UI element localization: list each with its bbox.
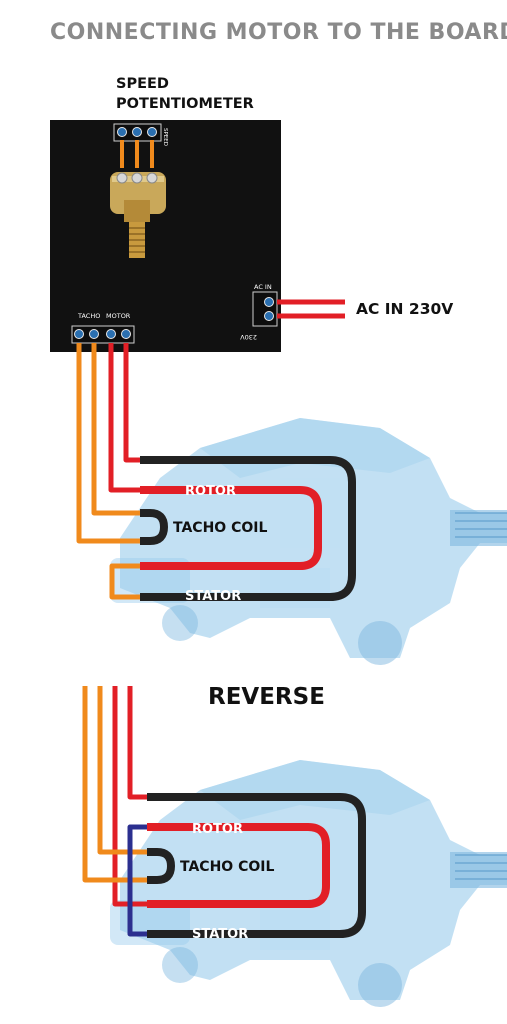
page-title: CONNECTING MOTOR TO THE BOARD [50,20,507,45]
diagram-2-rotor-label: ROTOR [192,822,243,837]
motor-1-body [109,417,507,666]
motor-terminal-label: MOTOR [106,312,131,320]
ac-voltage-terminal-label: 230V [240,333,257,341]
potentiometer-label: SPEED POTENTIOMETER [116,74,254,114]
potentiometer-label-line1: SPEED [116,76,169,92]
speed-terminal-block: SPEED [113,123,168,146]
diagram-2-wiring [82,686,366,938]
diagram-2-stator-label: STATOR [192,927,248,942]
speed-terminal-label: SPEED [162,128,168,146]
diagram-1-rotor-label: ROTOR [185,484,236,499]
tacho-motor-terminal-block: TACHO MOTOR [71,312,135,344]
diagram-1-labels: ROTOR TACHO COIL STATOR [173,484,267,604]
diagram-1-stator-label: STATOR [185,589,241,604]
reverse-title: REVERSE [208,684,325,710]
tacho-terminal-label: TACHO [77,312,100,320]
ac-in-terminal-label: AC IN [254,283,272,291]
diagram-2-tacho-coil-label: TACHO COIL [180,859,274,875]
ac-in-terminal-block: AC IN 230V [240,283,278,341]
diagram-1-tacho-coil-label: TACHO COIL [173,520,267,536]
potentiometer [110,172,166,258]
control-board: SPEED AC IN 230V TACHO MOTOR [50,120,281,352]
ac-input-label: AC IN 230V [356,300,454,318]
diagram-2-labels: ROTOR TACHO COIL STATOR [180,822,274,942]
ac-input-wires [277,299,345,319]
diagram-1-wiring [76,343,356,601]
potentiometer-label-line2: POTENTIOMETER [116,96,254,112]
